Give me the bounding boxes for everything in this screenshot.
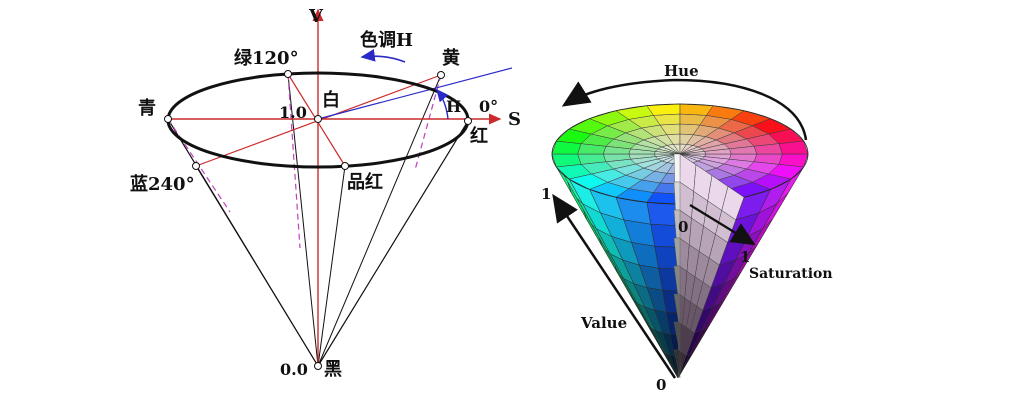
cone-axis-cell — [673, 349, 681, 379]
vertex-cyan — [164, 115, 172, 123]
vertex-green — [284, 70, 292, 78]
value-arrow — [552, 193, 677, 379]
saturation-arrow — [689, 204, 756, 246]
white-label: 白 — [322, 89, 340, 111]
yellow-label: 黄 — [442, 47, 460, 69]
s-axis-label: S — [508, 109, 521, 130]
vertex-magenta — [341, 162, 349, 170]
magenta-label: 品红 — [347, 171, 383, 193]
hsv-color-cone — [551, 103, 809, 379]
hue-arrow — [360, 49, 406, 63]
value-top-label: 1 — [541, 185, 551, 203]
hue-direction-line — [317, 67, 513, 120]
sat-end-label: 1 — [740, 248, 750, 266]
angle-h-label: H — [446, 97, 461, 116]
hue-curved-arrow — [561, 78, 808, 141]
cone-line-yellow — [317, 74, 442, 367]
hsv-cone-line-diagram: V S 色调H H 绿120° 黄 青 1.0 白 0° 红 蓝240° 品红 … — [130, 6, 521, 380]
white-value-label: 1.0 — [279, 103, 307, 122]
red-label: 红 — [470, 125, 488, 147]
v-axis-label: V — [308, 6, 324, 27]
cone-top-cell — [551, 153, 582, 168]
cyan-label: 青 — [138, 98, 156, 119]
cone-cutaway — [673, 153, 745, 379]
green-label: 绿120° — [234, 47, 299, 69]
cone-line-green — [287, 73, 319, 367]
vertex-white — [314, 115, 322, 123]
vertex-blue — [192, 162, 200, 170]
vertex-red — [464, 117, 472, 125]
value-bottom-label: 0 — [656, 376, 666, 394]
cone-side-cell — [662, 349, 679, 379]
black-label: 黑 — [324, 359, 342, 380]
zero-deg-label: 0° — [479, 97, 498, 116]
cone-axis-cell — [673, 153, 681, 183]
cone-top-cell — [778, 140, 809, 155]
vertex-black — [314, 362, 322, 370]
sat-start-label: 0 — [678, 218, 688, 236]
blue-label: 蓝240° — [130, 174, 195, 195]
saturation-label: Saturation — [749, 266, 833, 282]
cone-edge-right — [317, 120, 469, 367]
hue-arrow-label: 色调H — [360, 29, 413, 51]
guide-green — [287, 73, 301, 249]
cone-line-blue — [195, 165, 319, 367]
black-value-label: 0.0 — [280, 360, 308, 379]
angle-h-arc — [436, 88, 449, 120]
value-label: Value — [580, 314, 627, 332]
hue-label: Hue — [664, 62, 699, 80]
cone-line-magenta — [317, 165, 346, 367]
vertex-yellow — [437, 71, 445, 79]
